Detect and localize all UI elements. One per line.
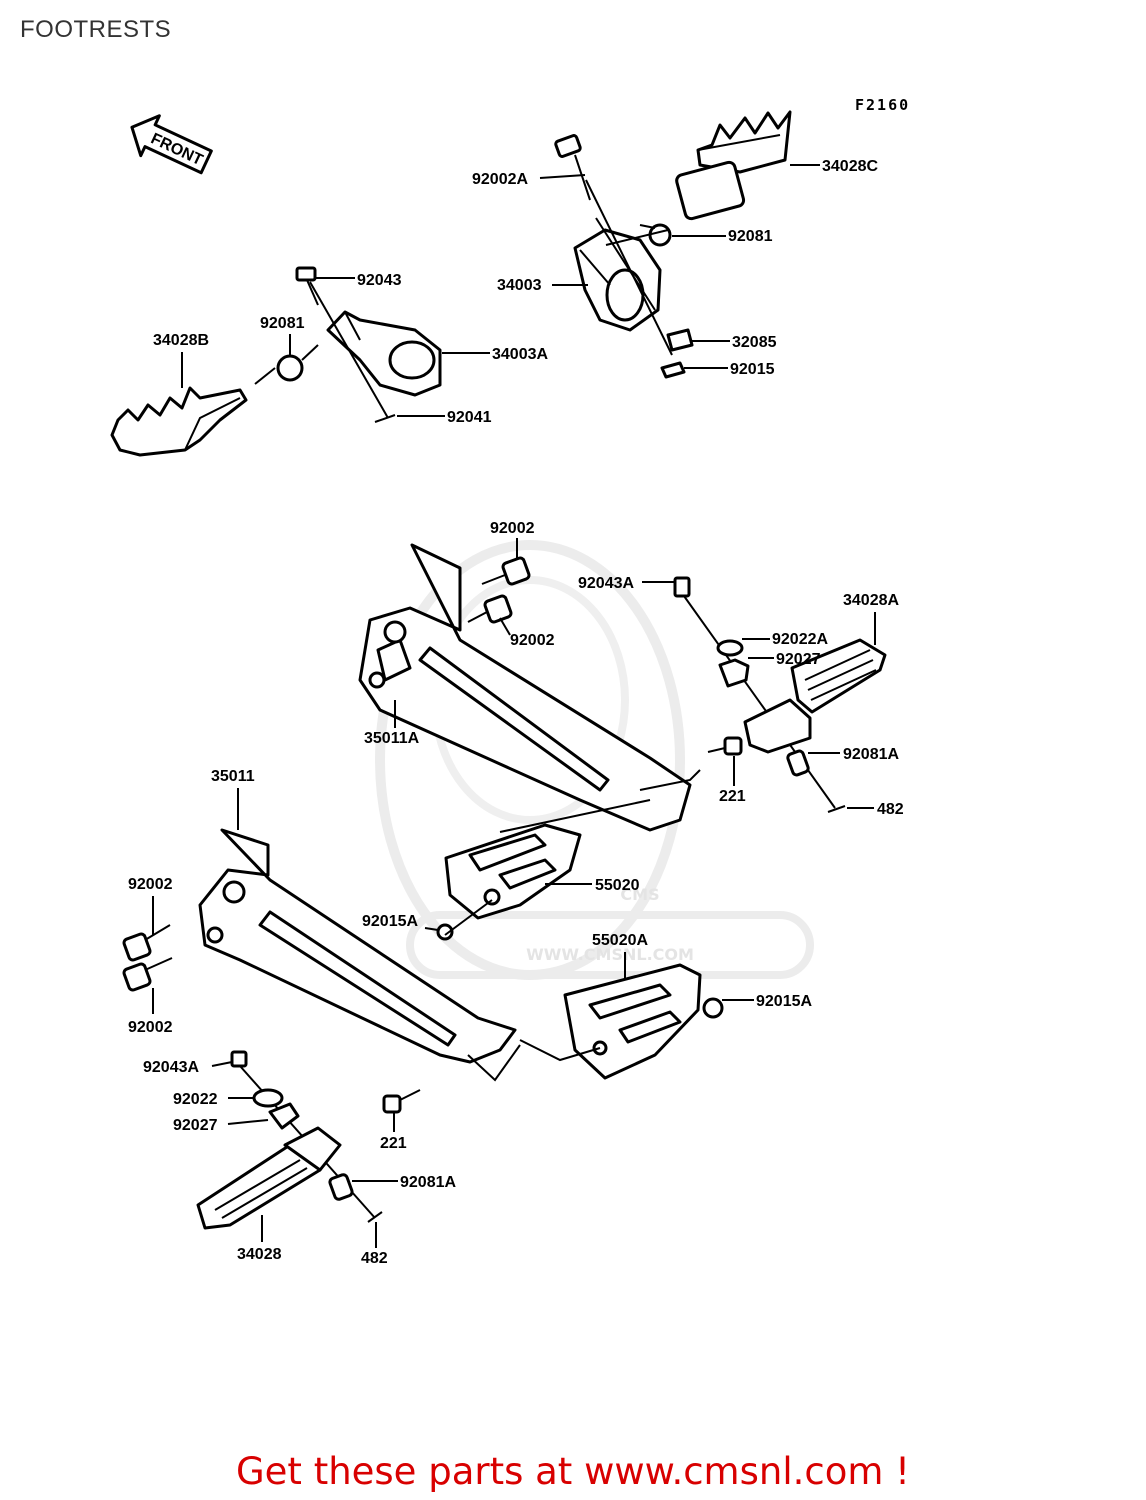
- bracket-34003: [573, 228, 662, 332]
- bolt-92002-lower-b: [122, 957, 173, 992]
- spring-92081a-right: [786, 749, 810, 777]
- label-92015: 92015: [730, 361, 775, 378]
- label-92043a-right: 92043A: [578, 575, 634, 592]
- pin-92043: [295, 266, 319, 306]
- label-92002-a: 92002: [490, 520, 535, 537]
- label-92015a-left: 92015A: [362, 913, 418, 930]
- footrest-bracket-35011: [198, 828, 521, 1082]
- cotter-pin-92041: [374, 414, 396, 423]
- label-92081-left: 92081: [260, 315, 305, 332]
- footpeg-34028a: [743, 638, 887, 754]
- washer-92015: [660, 361, 686, 379]
- label-92015a-right: 92015A: [756, 993, 812, 1010]
- label-92002-d: 92002: [128, 1019, 173, 1036]
- bracket-34003a: [326, 310, 442, 397]
- watermark-url: WWW.CMSNL.COM: [526, 945, 694, 964]
- label-34028a: 34028A: [843, 592, 899, 609]
- front-arrow-icon: FRONT: [130, 114, 213, 175]
- label-32085: 32085: [732, 334, 777, 351]
- footpeg-34028c: [675, 110, 792, 221]
- bolt-221-right: [707, 736, 743, 756]
- promo-banner[interactable]: Get these parts at www.cmsnl.com !: [235, 1450, 910, 1493]
- label-34028: 34028: [237, 1246, 282, 1263]
- label-34028b: 34028B: [153, 332, 209, 349]
- pivot-pin-92043a-left: [230, 1050, 248, 1068]
- label-221-right: 221: [719, 788, 746, 805]
- bolt-92002-lower-a: [122, 924, 171, 962]
- footrest-bracket-35011a: [358, 543, 701, 832]
- heel-guard-55020: [444, 823, 582, 920]
- nut-92015a-right: [702, 997, 724, 1019]
- label-92043a-left: 92043A: [143, 1059, 199, 1076]
- label-92022a: 92022A: [772, 631, 828, 648]
- label-35011a: 35011A: [364, 730, 420, 747]
- watermark-logo: CMS: [620, 885, 659, 904]
- label-92081a-left: 92081A: [400, 1174, 456, 1191]
- label-92027-left: 92027: [173, 1117, 218, 1134]
- label-55020a: 55020A: [592, 932, 648, 949]
- page-title: FOOTRESTS: [20, 16, 172, 43]
- label-34003: 34003: [497, 277, 542, 294]
- pivot-pin-92043a-right: [673, 576, 691, 598]
- washer-92022a: [716, 639, 744, 657]
- footpeg-34028: [196, 1126, 342, 1230]
- cotter-pin-482-right: [827, 805, 846, 813]
- label-92081-top: 92081: [728, 228, 773, 245]
- heel-guard-55020a: [563, 963, 702, 1080]
- spring-92081a-left: [328, 1173, 354, 1201]
- label-92002-b: 92002: [510, 632, 555, 649]
- collar-92027-left: [268, 1102, 300, 1130]
- footpeg-34028b: [110, 386, 248, 457]
- label-34028c: 34028C: [822, 158, 878, 175]
- label-92022: 92022: [173, 1091, 218, 1108]
- nut-92015a-left: [436, 923, 454, 941]
- label-55020: 55020: [595, 877, 640, 894]
- collar-32085: [666, 328, 694, 352]
- label-35011: 35011: [211, 768, 255, 785]
- label-92027-right: 92027: [776, 651, 821, 668]
- label-92043: 92043: [357, 272, 402, 289]
- cotter-pin-482-left: [367, 1211, 383, 1223]
- spring-92081-left: [254, 344, 319, 385]
- collar-92027-right: [718, 658, 750, 688]
- label-92002a: 92002A: [472, 171, 528, 188]
- label-34003a: 34003A: [492, 346, 548, 363]
- diagram-code: F2160: [855, 96, 910, 114]
- bolt-92002-upper-a: [481, 556, 531, 586]
- bolt-92002a: [554, 134, 591, 201]
- label-92041: 92041: [447, 409, 492, 426]
- label-92081a-right: 92081A: [843, 746, 899, 763]
- label-482-right: 482: [877, 801, 904, 818]
- label-221-left: 221: [380, 1135, 407, 1152]
- bolt-221-left: [382, 1089, 421, 1114]
- washer-92022: [252, 1088, 284, 1108]
- label-92002-c: 92002: [128, 876, 173, 893]
- label-482-left: 482: [361, 1250, 388, 1267]
- parts-diagram: CMS WWW.CMSNL.COM F2160 FRONT: [110, 96, 910, 1267]
